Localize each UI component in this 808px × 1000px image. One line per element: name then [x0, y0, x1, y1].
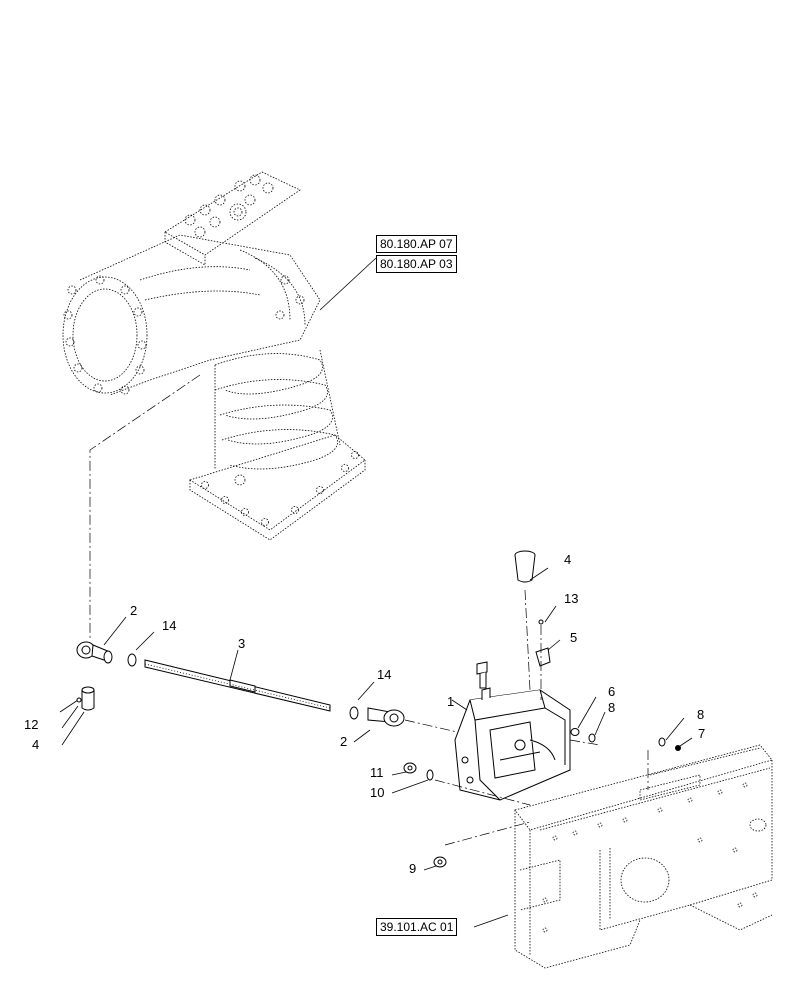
housing-assembly-reference	[62, 171, 366, 541]
callout-4-left: 4	[32, 737, 40, 752]
bracket-bolt	[476, 661, 488, 689]
callout-10: 10	[370, 785, 385, 800]
tie-rod-assembly	[59, 641, 471, 736]
callout-14-right: 14	[377, 667, 392, 682]
cotter-pin	[59, 699, 79, 713]
callout-14-left: 14	[162, 618, 177, 633]
callout-leaders	[61, 567, 693, 928]
callout-1: 1	[447, 694, 455, 709]
callout-3: 3	[238, 636, 246, 651]
washer-right	[349, 706, 359, 720]
nut-frame-bottom	[433, 856, 447, 868]
nut-washer-bracket-left	[403, 762, 434, 781]
callout-7: 7	[698, 726, 706, 741]
callout-13: 13	[564, 591, 579, 606]
small-parts	[535, 619, 551, 700]
pin-left	[81, 686, 95, 711]
rod	[144, 659, 331, 712]
callout-8-frame: 8	[697, 707, 705, 722]
callout-2-right: 2	[340, 734, 348, 749]
ref-box-39-101-ac-01[interactable]: 39.101.AC 01	[376, 918, 458, 936]
ref-box-80-180-ap-07[interactable]: 80.180.AP 07	[376, 235, 457, 253]
rod-end-left	[76, 641, 113, 664]
callout-6: 6	[608, 684, 616, 699]
frame-reference	[514, 744, 773, 969]
rod-end-right	[367, 707, 405, 727]
callout-12: 12	[24, 717, 39, 732]
ref-box-80-180-ap-03[interactable]: 80.180.AP 03	[376, 255, 457, 273]
callout-2-left: 2	[130, 603, 138, 618]
callout-5: 5	[570, 630, 578, 645]
callout-4-top: 4	[564, 552, 572, 567]
callout-8-bracket: 8	[608, 700, 616, 715]
bracket	[454, 687, 571, 801]
washer-left	[127, 653, 137, 667]
sleeve-upper	[514, 550, 536, 583]
nut-washer-bracket-right	[570, 728, 596, 743]
callout-9: 9	[409, 861, 417, 876]
callout-11: 11	[370, 765, 384, 780]
nut-washer-frame	[658, 737, 681, 751]
